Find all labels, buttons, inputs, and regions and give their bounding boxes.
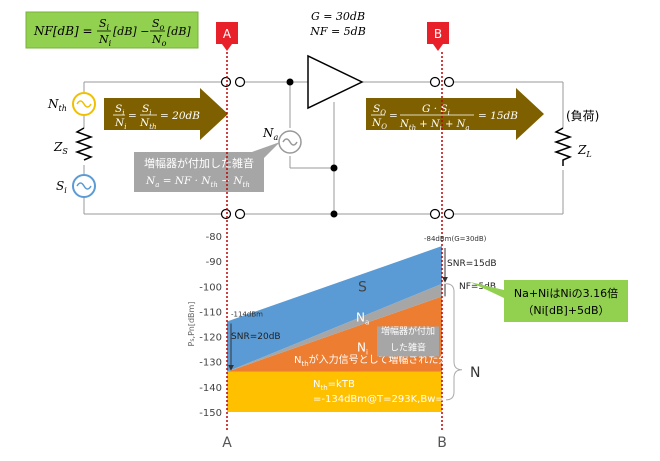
na-callout: 増幅器が付加した雑音 Na = NF · Nth − Nth [134,142,280,192]
svg-text:増幅器が付加した雑音: 増幅器が付加した雑音 [144,156,254,170]
si-label: Si [56,179,67,195]
svg-text:=: = [389,110,398,122]
amp-gain: G = 30dB [311,10,365,23]
svg-text:（Ni[dB]+5dB）: （Ni[dB]+5dB） [522,304,609,317]
green-note: Na+NiはNiの3.16倍 （Ni[dB]+5dB） [470,280,628,322]
amplifier-icon [307,54,364,110]
y-tick-label: -100 [199,282,222,293]
na-source-icon [278,130,302,154]
svg-text:=: = [128,110,137,122]
na-label-chart: Na [356,310,369,326]
svg-text:Si: Si [99,17,110,32]
chart-labels: SNaNiNthが入力信号として増幅された分Nth=kTB=-134dBm@T=… [228,235,497,405]
left-snr-arrow: Si Ni = Si Nth = 20dB [104,88,228,140]
level-chart: -80 -90 -100 -110 -120 -130 -140 -150 Ps,Pn[dBm] [187,232,442,419]
tag-b: B [427,22,449,51]
nth-label-chart: Nth=kTB [313,379,355,392]
x-label-a: A [222,435,232,451]
si-source-icon [72,174,96,198]
svg-text:Ni: Ni [114,117,126,131]
nf-b-label: NF=5dB [459,282,496,292]
svg-text:A: A [223,27,232,41]
y-tick-label: -130 [199,358,222,369]
terminals [220,76,455,220]
nf-lhs: NF[dB] = [33,24,93,38]
na-box [377,326,439,357]
s-area [227,246,442,372]
nth-value-label: =-134dBm@T=293K,Bw=10kHz [313,394,475,405]
svg-text:Nth + Ni + Na: Nth + Ni + Na [399,119,470,132]
nth-source-icon [72,92,96,116]
svg-text:G · Si: G · Si [422,103,450,117]
svg-text:NO: NO [371,117,387,131]
y-tick-label: -120 [199,333,222,344]
nf-formula-box: NF[dB] = Si Ni [dB] − So No [dB] [25,11,199,49]
y-tick-label: -140 [199,383,222,394]
zs-resistor-icon [74,127,94,161]
right-snr-arrow: SO NO = G · Si Nth + Ni + Na = 15dB [366,88,544,140]
s-label: S [358,279,367,295]
formula-unit-2: [dB] [167,25,191,38]
svg-text:Si: Si [115,103,124,117]
na-label: Na [262,126,279,142]
load-label: (負荷) [566,109,599,123]
nth-label: Nth [47,97,67,113]
zs-label: ZS [53,140,68,156]
b-level-label: -84dBm(G=30dB) [424,235,487,243]
svg-text:= 15dB: = 15dB [478,110,518,122]
svg-text:SO: SO [373,103,386,117]
na-box-line1: 増幅器が付加 [381,325,435,337]
n-brace [445,283,463,401]
y-tick-label: -90 [206,257,222,268]
amp-nf: NF = 5dB [309,25,366,38]
zl-resistor-icon [553,127,573,166]
n-brace-label: N [470,365,480,381]
nth-area [227,371,442,412]
snr-b-label: SNR=15dB [447,259,497,269]
na-box-line2: した雑音 [390,341,426,353]
y-tick-label: -110 [199,307,222,318]
circuit [83,81,564,215]
svg-text:Na = NF · Nth − Nth: Na = NF · Nth − Nth [145,175,250,189]
a-level-label: -114dBm [231,310,263,318]
y-axis: -80 -90 -100 -110 -120 -130 -140 -150 Ps,Pn[dBm] [187,232,222,419]
ni-label-chart: Ni [357,341,368,357]
x-label-b: B [437,435,447,451]
snr-a-label: SNR=20dB [231,332,281,342]
formula-unit-1: [dB] − [113,25,149,38]
svg-text:Si: Si [142,103,151,117]
svg-text:= 20dB: = 20dB [160,110,200,122]
svg-text:Na+NiはNiの3.16倍: Na+NiはNiの3.16倍 [514,286,618,300]
svg-text:Ni: Ni [98,33,112,48]
tag-a: A [216,22,238,51]
junctions [286,78,338,218]
svg-text:Nth: Nth [139,117,157,131]
svg-text:B: B [434,27,442,41]
y-axis-label: Ps,Pn[dBm] [187,302,196,347]
y-tick-label: -150 [199,408,222,419]
svg-text:So: So [152,17,165,32]
svg-text:No: No [151,33,167,48]
y-tick-label: -80 [206,232,222,243]
zl-label: ZL [577,143,592,159]
